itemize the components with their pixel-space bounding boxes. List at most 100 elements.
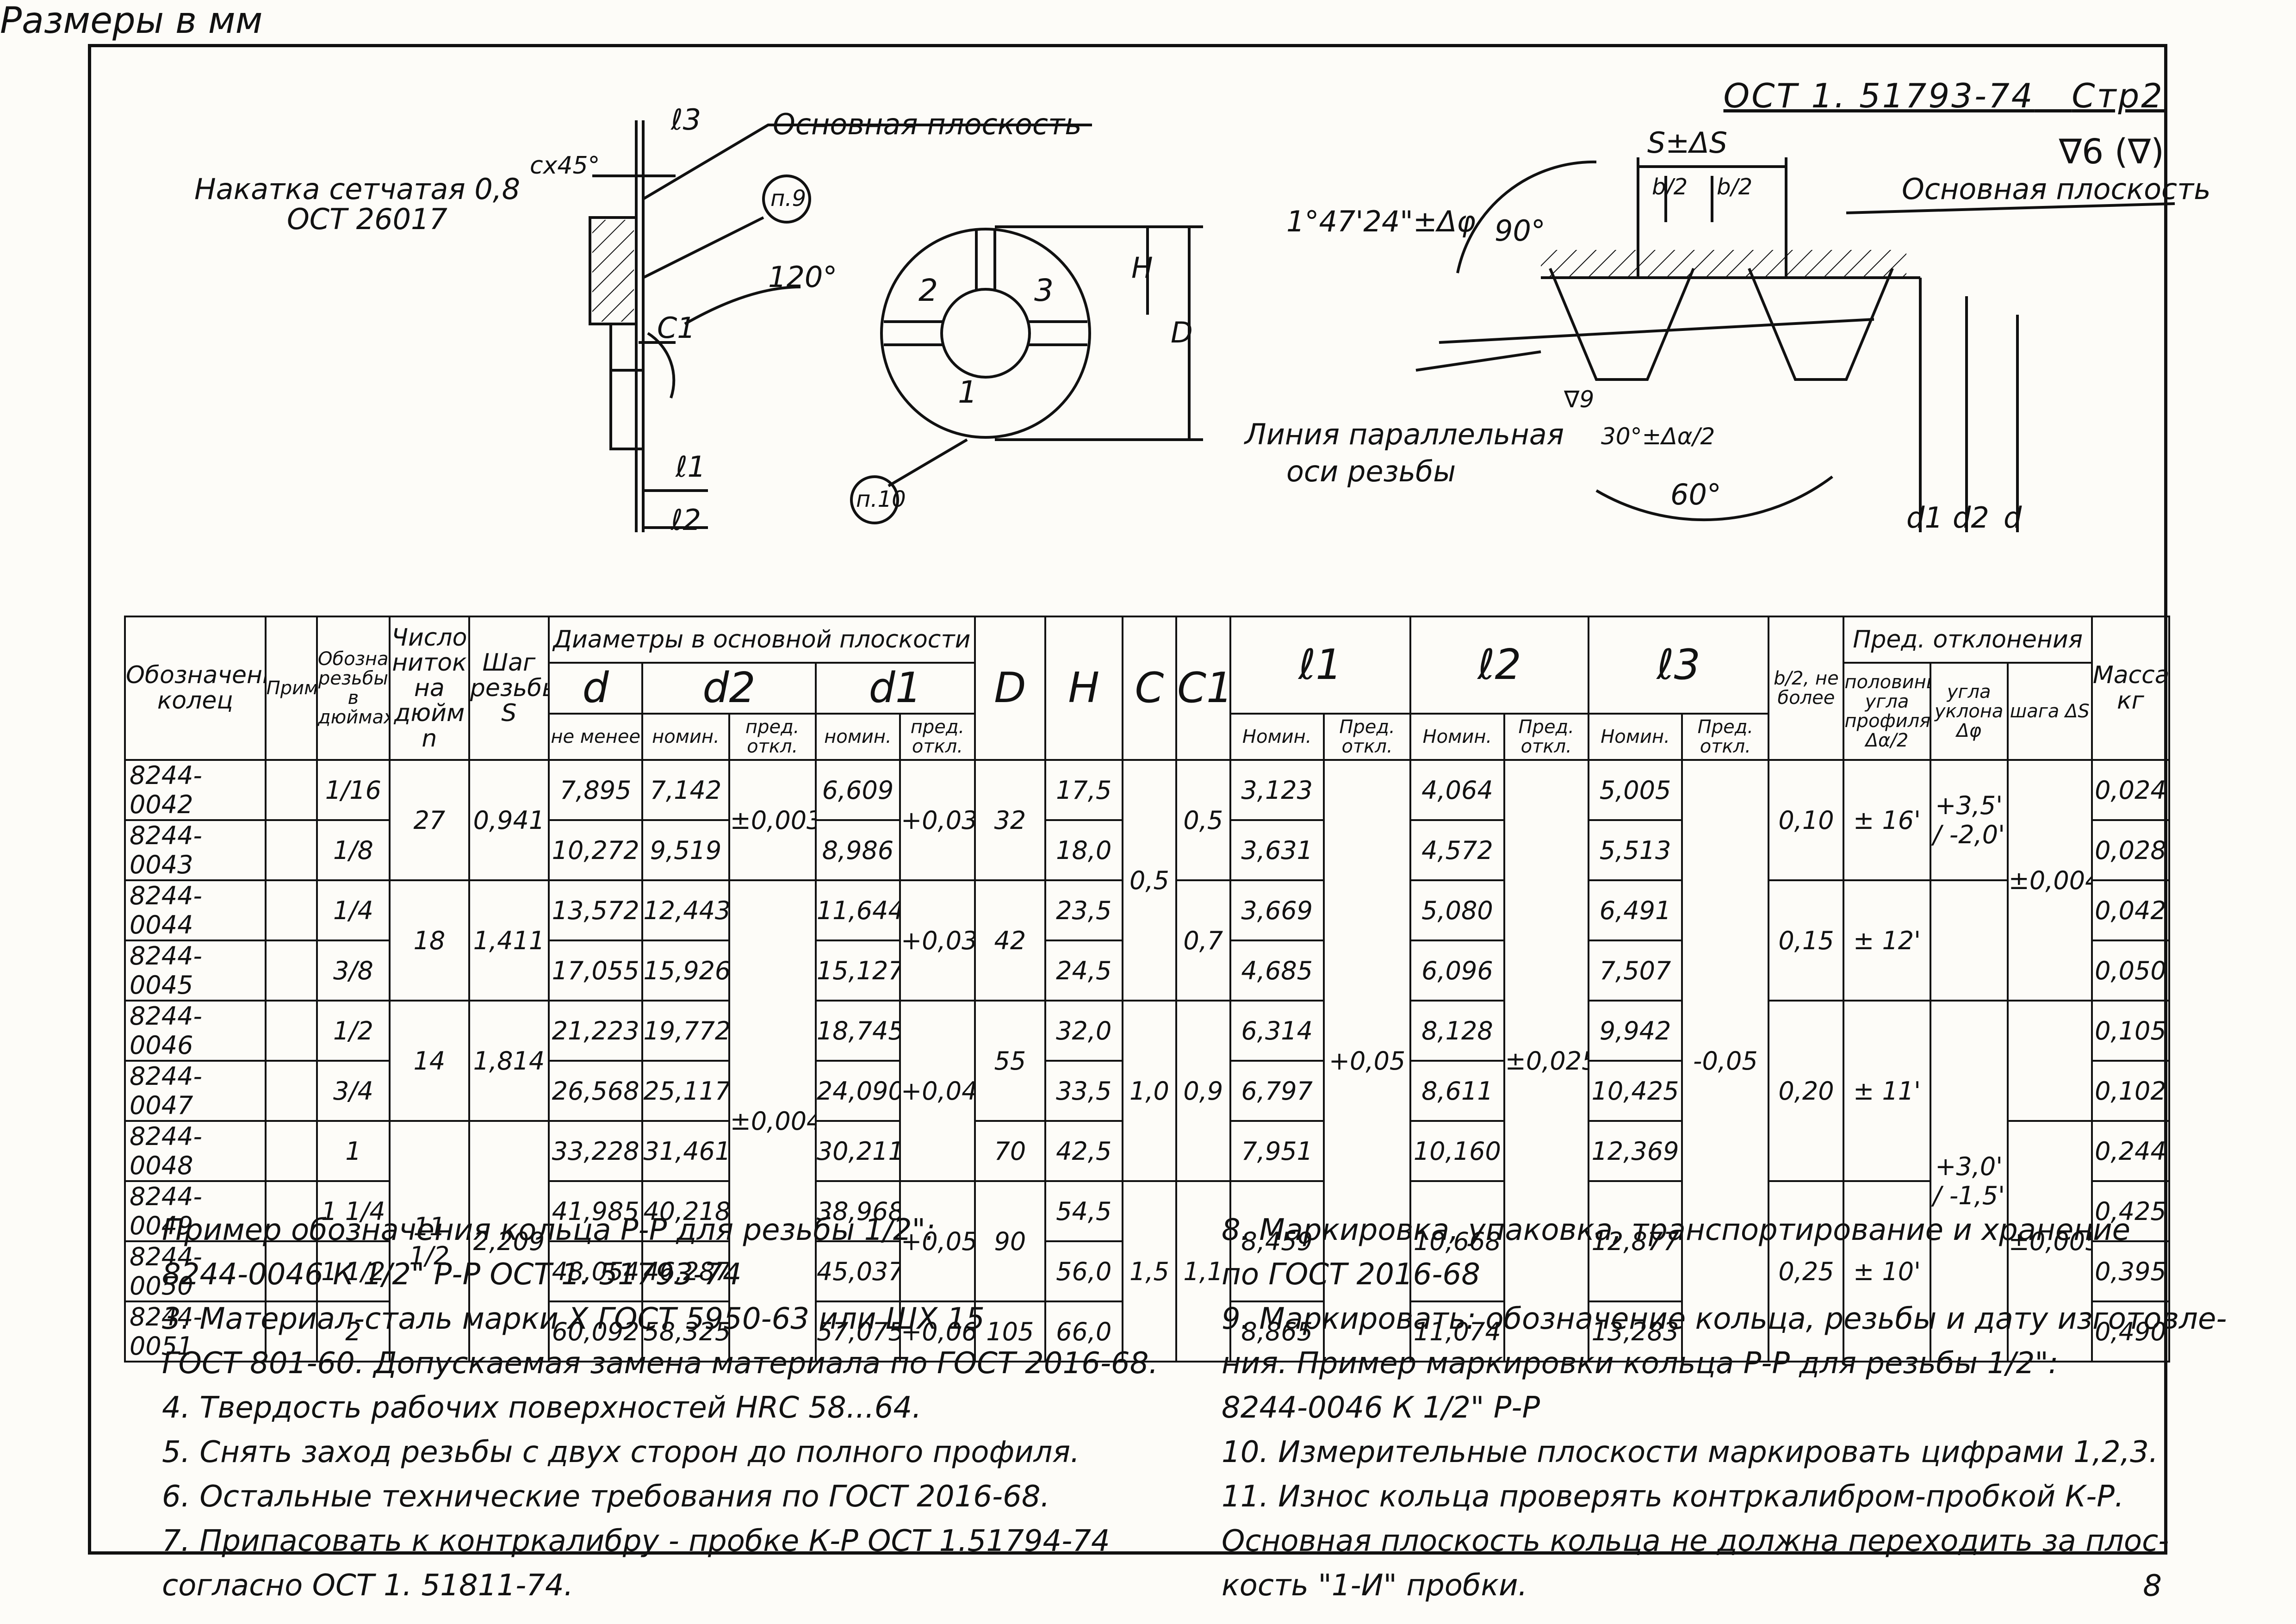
l3-label: ℓ3 (670, 103, 701, 137)
cell-l1: 3,669 (1229, 879, 1325, 941)
note-line: согласно ОСТ 1. 51811-74. (162, 1568, 573, 1603)
th-d-notless: не менее (547, 713, 644, 761)
cell-code: 8244-0044 (124, 879, 267, 941)
cell-l3: 7,507 (1587, 940, 1683, 1002)
th-applicability: Применяемость (264, 616, 318, 761)
th-tol-group: Пред. отклонения (1843, 616, 2093, 664)
cell-d2: 7,142 (641, 759, 730, 821)
th-l1-nom: Номин. (1229, 713, 1325, 761)
note-line: 3. Материал-сталь марки Х ГОСТ 5950-63 и… (162, 1302, 985, 1336)
cell-pitch: 1,411 (468, 879, 550, 1002)
cell-d1tol: +0,050 (899, 1180, 976, 1302)
th-tol-taper: угла уклона Δφ (1929, 662, 2009, 761)
th-tpi: Число ниток на дюйм n (388, 616, 470, 761)
cell-l3: 5,005 (1587, 759, 1683, 821)
th-C1: C1 (1175, 616, 1231, 761)
cell-da: ± 16' (1843, 759, 1931, 881)
cell-l3: 10,425 (1587, 1060, 1683, 1122)
table-row: 8244-0049 1 1/4 41,985 40,218 38,968 +0,… (124, 1180, 2171, 1363)
D-label: D (1171, 316, 1193, 349)
th-D: D (974, 616, 1046, 761)
chamfer-label: cx45° (530, 152, 600, 180)
cell-d2: 40,218 (641, 1180, 730, 1242)
cell-dphi: +3,5' / -2,0' (1929, 759, 2009, 881)
th-l3-dev: Пред. откл. (1681, 713, 1770, 761)
ref-p10: п.10 (856, 486, 906, 512)
dimensions-caption: Размеры в мм (0, 0, 263, 42)
cell-dS: ±0,004 (2006, 759, 2093, 1002)
cell-l2: 8,611 (1409, 1060, 1505, 1122)
cell-l2: 10,160 (1409, 1120, 1505, 1182)
th-l2: ℓ2 (1409, 616, 1589, 715)
th-d1-dev: пред. откл. (899, 713, 976, 761)
cell-d1: 6,609 (814, 759, 901, 821)
cell-D: 105 (974, 1300, 1046, 1363)
cell-d: 26,568 (547, 1060, 644, 1122)
cell-tpi: 18 (388, 879, 470, 1002)
cell-thread: 3/4 (316, 1060, 391, 1122)
cell-applicability (264, 879, 318, 941)
cell-l3: 12,877 (1587, 1180, 1683, 1302)
th-d2: d2 (641, 662, 817, 715)
cell-d: 48,054 (547, 1240, 644, 1302)
cell-thread: 1/4 (316, 879, 391, 941)
cell-dphi-empty (1929, 879, 2009, 1002)
cell-d2: 15,926 (641, 940, 730, 1002)
main-plane-label-2: Основная плоскость (1902, 172, 2211, 206)
cell-applicability (264, 1300, 318, 1363)
cell-H: 42,5 (1044, 1120, 1123, 1182)
cell-b2: 0,20 (1768, 1000, 1845, 1182)
cell-d: 41,985 (547, 1180, 644, 1242)
surface-finish-mark: ∇6 (∇) (2059, 132, 2164, 172)
cell-l3: 13,283 (1587, 1300, 1683, 1363)
cell-C1: 0,7 (1175, 879, 1231, 1002)
cell-H: 32,0 (1044, 1000, 1123, 1062)
note-line: 8244-0046 К 1/2" Р-Р (1222, 1391, 1540, 1425)
cell-mass: 0,050 (2091, 940, 2171, 1002)
cell-d2: 25,117 (641, 1060, 730, 1122)
table-row: 8244-0048 1 11 1/2 2,209 33,228 31,461 3… (124, 1120, 2171, 1363)
table-row: 8244-0047 3/4 26,568 25,117 24,090 33,5 … (124, 1060, 2171, 1122)
cell-l1: 4,685 (1229, 940, 1325, 1002)
cell-dS-empty (2006, 1000, 2093, 1122)
th-l2-nom: Номин. (1409, 713, 1505, 761)
main-plane-label-1: Основная плоскость (773, 107, 1082, 141)
note-line: 9. Маркировать: обозначение кольца, резь… (1222, 1302, 2227, 1336)
cell-b2: 0,15 (1768, 879, 1845, 1002)
th-thread-inch: Обозначение резьбы в дюймах (316, 616, 391, 761)
cell-l3: 12,369 (1587, 1120, 1683, 1182)
angle-60: 60° (1670, 478, 1721, 511)
cell-l3: 6,491 (1587, 879, 1683, 941)
angle-90: 90° (1495, 214, 1545, 248)
half-b-right: b/2 (1717, 174, 1752, 200)
cell-d1: 45,037 (814, 1240, 901, 1302)
cell-l3tol: -0,05 (1681, 759, 1770, 1363)
cell-mass: 0,395 (2091, 1240, 2171, 1302)
cell-d1: 11,644 (814, 879, 901, 941)
cell-D: 70 (974, 1120, 1046, 1182)
cell-thread: 3/8 (316, 940, 391, 1002)
cell-thread: 1 1/4 (316, 1180, 391, 1242)
cell-C: 1,0 (1121, 1000, 1178, 1182)
th-b2: b/2, не более (1768, 616, 1845, 761)
th-tol-half-angle: половины угла профиля Δα/2 (1843, 662, 1931, 761)
cell-l1: 8,459 (1229, 1180, 1325, 1302)
cell-mass: 0,042 (2091, 879, 2171, 941)
cell-code: 8244-0049 (124, 1180, 267, 1242)
cell-d1: 24,090 (814, 1060, 901, 1122)
table-row: 8244-0044 1/4 18 1,411 13,572 12,443 ±0,… (124, 879, 2171, 1363)
note-line: Основная плоскость кольца не должна пере… (1222, 1524, 2169, 1558)
notes-left: Пример обозначения кольца Р-Р для резьбы… (162, 1208, 1158, 1608)
th-l1-dev: Пред. откл. (1322, 713, 1412, 761)
cell-d1: 8,986 (814, 819, 901, 881)
sector-3: 3 (1034, 273, 1054, 308)
th-designation: Обозначение колец (124, 616, 267, 761)
half-b-left: b/2 (1652, 174, 1688, 200)
th-d2-dev: пред. откл. (728, 713, 817, 761)
l1-label: ℓ1 (675, 450, 706, 484)
cell-mass: 0,105 (2091, 1000, 2171, 1062)
cell-H: 23,5 (1044, 879, 1123, 941)
note-line: 7. Припасовать к контркалибру - пробке К… (162, 1524, 1110, 1558)
cell-l2: 10,668 (1409, 1180, 1505, 1302)
knurl-label-1: Накатка сетчатая 0,8 (194, 172, 520, 206)
